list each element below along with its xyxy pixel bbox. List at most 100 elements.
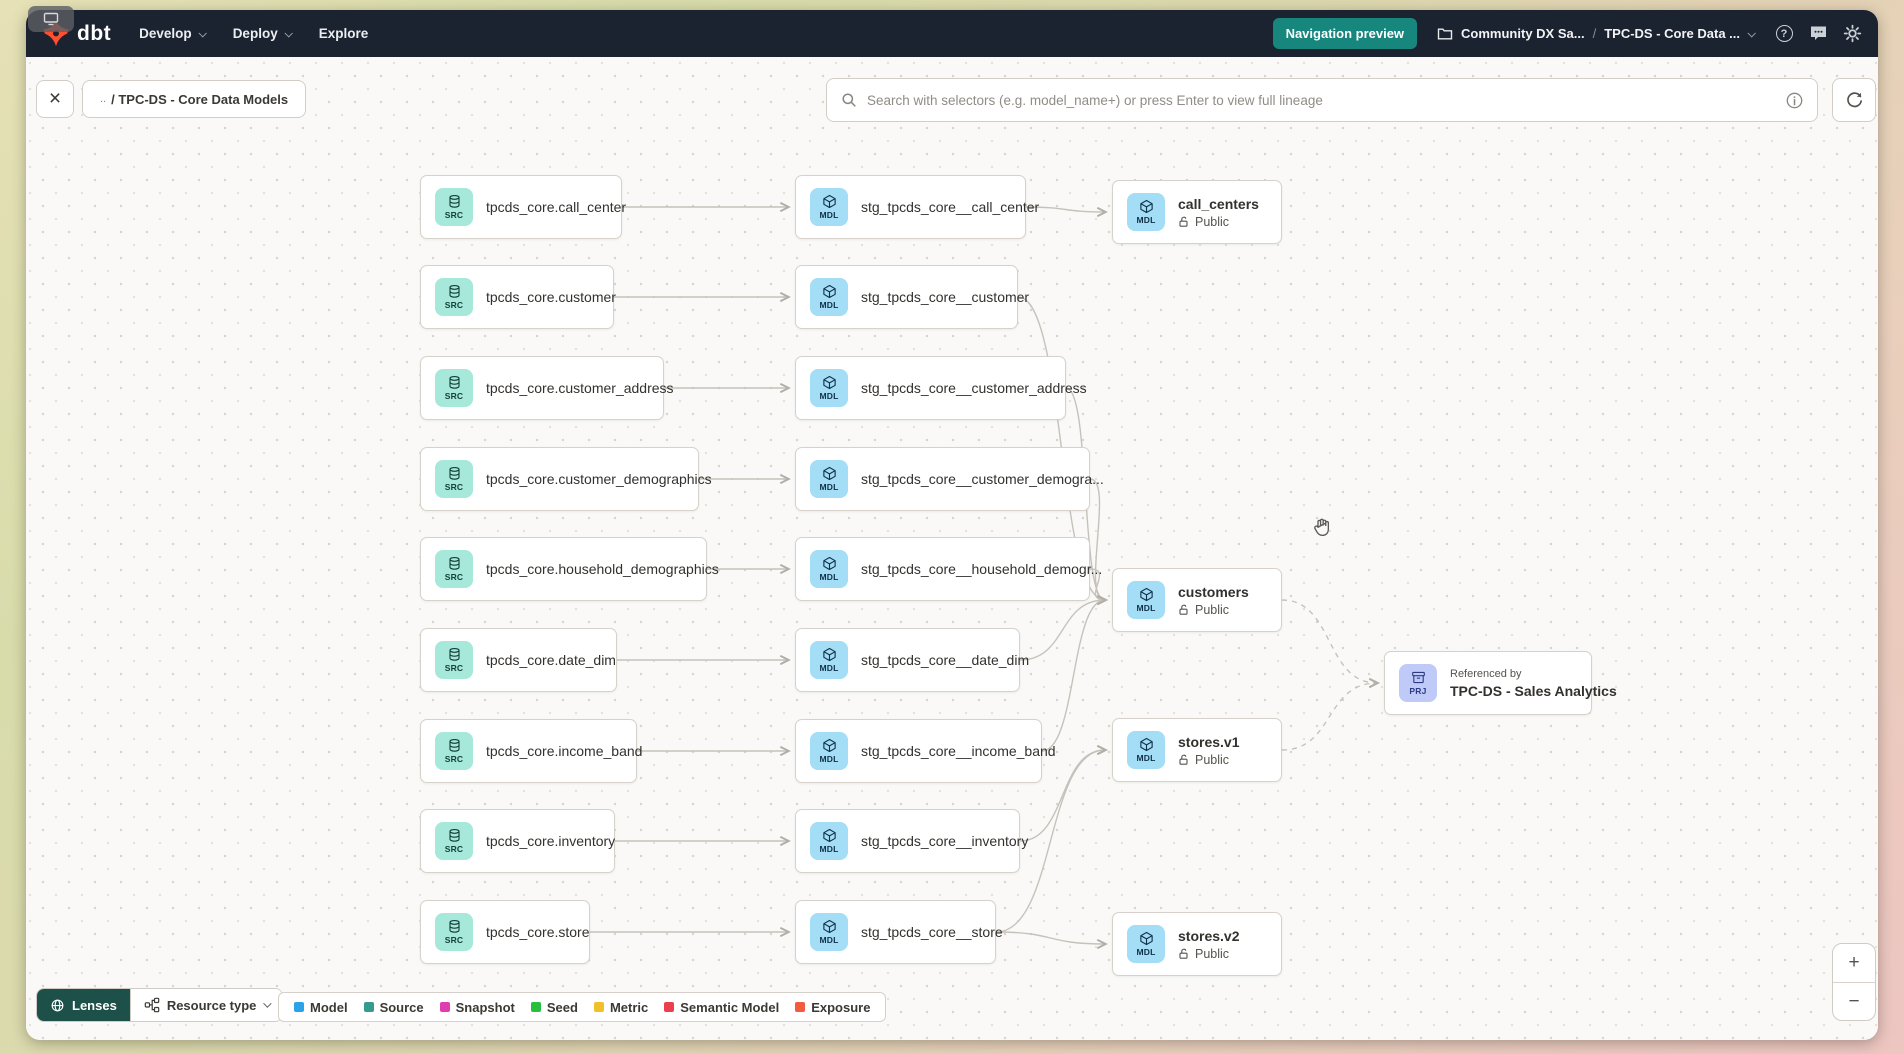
node-label: stg_tpcds_core__call_center [861, 199, 1040, 215]
nav-item-develop[interactable]: Develop [139, 26, 207, 41]
close-lineage-button[interactable]: × [36, 80, 74, 118]
project-badge: PRJ [1399, 664, 1437, 702]
chevron-down-icon [198, 28, 207, 38]
lineage-breadcrumb[interactable]: .. / TPC-DS - Core Data Models [82, 80, 307, 118]
model-cube-icon [1139, 931, 1153, 946]
public-badge: MDL [1127, 193, 1165, 231]
legend-swatch [530, 1002, 541, 1012]
public-lock-icon [1179, 216, 1188, 227]
source-badge: SRC [435, 369, 473, 407]
legend-item-semantic-model: Semantic Model [664, 1000, 779, 1015]
node-referenced-by: Referenced by [1450, 667, 1522, 680]
navigation-preview-button[interactable]: Navigation preview [1272, 18, 1418, 49]
node-label: tpcds_core.customer_demographics [486, 471, 712, 487]
database-icon [448, 556, 460, 570]
lineage-node-stg-tpcds-core-income-band[interactable]: MDL stg_tpcds_core__income_band [795, 719, 1056, 783]
node-label: stg_tpcds_core__inventory [861, 833, 1029, 849]
database-icon [448, 284, 460, 298]
model-badge: MDL [810, 188, 848, 226]
resource-type-icon [144, 997, 160, 1013]
node-label: stg_tpcds_core__store [861, 924, 1003, 940]
lineage-node-stg-tpcds-core-household-demogr-[interactable]: MDL stg_tpcds_core__household_demogr... [795, 537, 1102, 601]
database-icon [448, 466, 460, 480]
node-label: tpcds_core.date_dim [486, 652, 616, 668]
help-button[interactable]: ? [1774, 24, 1794, 44]
model-badge: MDL [810, 550, 848, 588]
lineage-node-tpc-ds-sales-analytics[interactable]: PRJ Referenced by TPC-DS - Sales Analytics [1384, 651, 1617, 715]
breadcrumb-environment[interactable]: TPC-DS - Core Data ... [1604, 26, 1740, 41]
node-label: stg_tpcds_core__customer [861, 289, 1030, 305]
node-label: stg_tpcds_core__income_band [861, 743, 1056, 759]
node-label: tpcds_core.household_demographics [486, 561, 719, 577]
lineage-node-stg-tpcds-core-inventory[interactable]: MDL stg_tpcds_core__inventory [795, 809, 1028, 873]
model-cube-icon [822, 284, 836, 299]
model-cube-icon [1139, 199, 1153, 214]
breadcrumb-project[interactable]: Community DX Sa... [1461, 26, 1585, 41]
settings-button[interactable] [1842, 24, 1862, 44]
lenses-button[interactable]: Lenses [37, 989, 130, 1021]
public-badge: MDL [1127, 731, 1165, 769]
lineage-node-tpcds-core-date-dim[interactable]: SRC tpcds_core.date_dim [420, 628, 617, 692]
database-icon [448, 375, 460, 389]
legend-swatch [439, 1002, 450, 1012]
model-badge: MDL [810, 278, 848, 316]
legend-item-model: Model [294, 1000, 348, 1015]
nav-item-explore[interactable]: Explore [318, 26, 369, 41]
model-badge: MDL [810, 822, 848, 860]
lineage-node-stg-tpcds-core-call-center[interactable]: MDL stg_tpcds_core__call_center [795, 175, 1039, 239]
node-access: Public [1178, 603, 1249, 617]
legend-item-metric: Metric [593, 1000, 648, 1015]
search-input[interactable] [867, 92, 1776, 108]
nav-item-deploy[interactable]: Deploy [233, 26, 293, 41]
lenses-icon [51, 999, 64, 1011]
model-cube-icon [822, 375, 836, 390]
model-badge: MDL [810, 732, 848, 770]
node-label: TPC-DS - Sales Analytics [1450, 682, 1617, 699]
chevron-down-icon [1747, 28, 1756, 38]
feedback-button[interactable] [1808, 24, 1828, 44]
legend-item-snapshot: Snapshot [439, 1000, 515, 1015]
refresh-lineage-button[interactable] [1832, 78, 1876, 122]
lineage-node-stg-tpcds-core-customer[interactable]: MDL stg_tpcds_core__customer [795, 265, 1029, 329]
source-badge: SRC [435, 641, 473, 679]
zoom-in-button[interactable]: + [1848, 952, 1860, 973]
resource-type-button[interactable]: Resource type [129, 989, 283, 1021]
public-badge: MDL [1127, 925, 1165, 963]
info-icon[interactable] [1786, 92, 1803, 109]
model-badge: MDL [810, 369, 848, 407]
node-label: stg_tpcds_core__household_demogr... [861, 561, 1103, 577]
model-cube-icon [822, 738, 836, 753]
legend-swatch [363, 1002, 374, 1012]
source-badge: SRC [435, 822, 473, 860]
legend-swatch [795, 1002, 806, 1012]
legend-item-source: Source [363, 1000, 424, 1015]
database-icon [448, 194, 460, 208]
legend-swatch [593, 1002, 604, 1012]
node-label: tpcds_core.customer [486, 289, 616, 305]
zoom-out-button[interactable]: − [1833, 982, 1875, 1020]
search-icon [842, 93, 856, 107]
chevron-down-icon [284, 28, 293, 38]
model-cube-icon [822, 466, 836, 481]
model-badge: MDL [810, 641, 848, 679]
project-breadcrumb[interactable]: Community DX Sa... / TPC-DS - Core Data … [1437, 26, 1756, 41]
public-badge: MDL [1127, 581, 1165, 619]
